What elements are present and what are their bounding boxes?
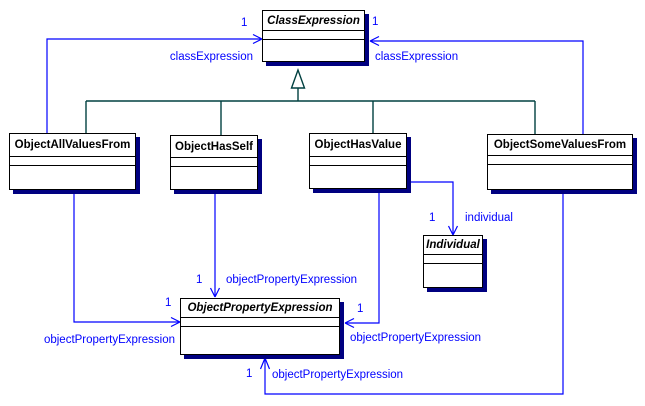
assoc-objecthasvalue-individual [407,181,459,236]
class-name: Individual [424,236,482,255]
attributes-compartment [10,157,135,166]
open-arrow-icon [209,287,221,298]
operations-compartment [171,167,257,189]
assoc-objectallvaluesfrom-classexpression [46,33,263,133]
operations-compartment [488,165,632,189]
role-label-individual: individual [465,212,513,224]
open-arrow-icon [369,35,380,47]
class-box-objecthasvalue[interactable]: ObjectHasValue [309,133,407,189]
open-arrow-icon [170,316,181,328]
multiplicity-label-classexpression-right: 1 [372,16,379,28]
class-box-objectpropertyexpression[interactable]: ObjectPropertyExpression [180,298,340,355]
multiplicity-label-ope-top: 1 [196,274,203,286]
class-box-classexpression[interactable]: ClassExpression [262,10,365,62]
role-label-classexpression-right: classExpression [375,51,459,63]
generalization-lines [85,67,536,135]
open-arrow-icon [259,357,271,370]
class-name: ObjectHasSelf [171,136,257,158]
assoc-objectsomevaluesfrom-classexpression [369,35,584,134]
attributes-compartment [263,31,364,40]
assoc-objectallvaluesfrom-objectpropertyexpression [73,190,181,328]
attributes-compartment [488,156,632,165]
class-box-objectallvaluesfrom[interactable]: ObjectAllValuesFrom [9,133,136,190]
class-box-objecthasself[interactable]: ObjectHasSelf [170,135,258,190]
role-label-ope-top: objectPropertyExpression [226,274,358,286]
open-arrow-icon [344,317,355,329]
attributes-compartment [181,318,339,327]
class-box-objectsomevaluesfrom[interactable]: ObjectSomeValuesFrom [487,134,633,190]
multiplicity-label-ope-left: 1 [165,297,172,309]
class-name: ObjectAllValuesFrom [10,134,135,157]
role-label-ope-bottom: objectPropertyExpression [272,369,404,381]
role-label-ope-left: objectPropertyExpression [43,334,175,346]
assoc-objectsomevaluesfrom-objectpropertyexpression [259,190,564,395]
assoc-objecthasvalue-objectpropertyexpression [344,189,380,329]
assoc-objecthasself-objectpropertyexpression [209,190,221,298]
role-label-ope-right: objectPropertyExpression [350,332,482,344]
attributes-compartment [171,158,257,167]
operations-compartment [181,327,339,354]
open-arrow-icon [252,33,263,45]
operations-compartment [424,264,482,287]
multiplicity-label-classexpression-left: 1 [241,17,248,29]
class-box-individual[interactable]: Individual [423,235,483,288]
class-name: ObjectPropertyExpression [181,299,339,318]
class-name: ObjectHasValue [310,134,406,157]
association-lines [46,33,584,395]
attributes-compartment [424,255,482,264]
multiplicity-label-ope-bottom: 1 [246,368,253,380]
class-name: ClassExpression [263,11,364,31]
operations-compartment [263,40,364,61]
open-arrow-icon [447,225,459,236]
role-label-classexpression-left: classExpression [169,51,253,63]
multiplicity-label-ope-right: 1 [357,303,364,315]
operations-compartment [10,166,135,189]
operations-compartment [310,166,406,188]
generalization-triangle-icon [290,67,306,89]
class-name: ObjectSomeValuesFrom [488,135,632,156]
attributes-compartment [310,157,406,166]
multiplicity-label-individual: 1 [429,212,436,224]
